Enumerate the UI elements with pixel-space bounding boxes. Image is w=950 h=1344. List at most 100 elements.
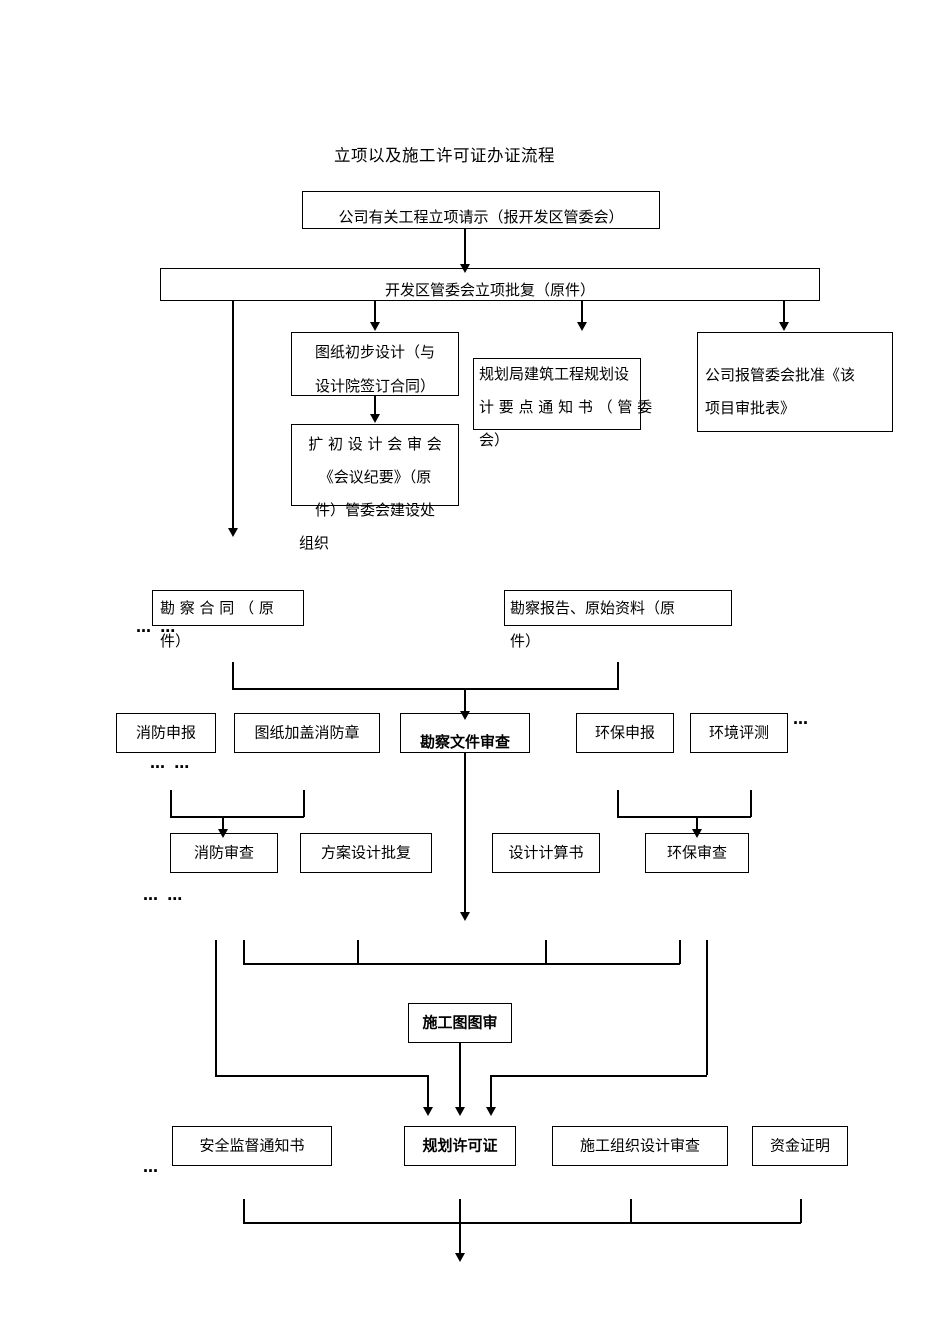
connector-line	[459, 1222, 461, 1258]
connector-line	[459, 1043, 461, 1112]
arrow-head	[455, 1253, 465, 1262]
connector-line	[243, 1222, 801, 1224]
ellipsis-marker-permit: …	[143, 1158, 160, 1176]
node-planning-permit: 规划许可证	[404, 1126, 516, 1166]
ellipsis-marker-fire-review: … …	[143, 886, 185, 904]
connector-line	[617, 816, 751, 818]
node-label: 环保申报	[594, 723, 655, 742]
node-funding-certificate: 资金证明	[752, 1126, 848, 1166]
node-label: 勘察文件审查	[419, 732, 510, 751]
node-environment-review: 环保审查	[645, 833, 749, 873]
node-planning-bureau-line1: 规划局建筑工程规划设	[479, 365, 630, 383]
node-survey-contract-line1: 勘 察 合 同 （ 原	[160, 599, 274, 617]
ellipsis-marker-environment: …	[793, 710, 810, 728]
node-design-review-meeting	[291, 424, 459, 506]
node-label: 消防审查	[193, 843, 254, 862]
connector-line	[581, 301, 583, 327]
page-title: 立项以及施工许可证办证流程	[334, 146, 555, 165]
node-label: 方案设计批复	[320, 843, 411, 862]
node-preliminary-design-line1: 图纸初步设计（与	[314, 343, 435, 361]
connector-line	[464, 753, 466, 916]
node-label: 资金证明	[769, 1136, 830, 1155]
arrow-head	[370, 414, 380, 423]
node-label: 设计计算书	[508, 843, 584, 862]
node-planning-bureau-notice	[473, 358, 641, 430]
node-construction-drawing-review: 施工图图审	[408, 1003, 512, 1043]
arrow-head	[486, 1107, 496, 1116]
node-design-review-line3: 件）管委会建设处	[314, 501, 435, 519]
arrow-head	[423, 1107, 433, 1116]
node-approval-reply: 开发区管委会立项批复（原件）	[160, 268, 820, 301]
connector-line	[783, 301, 785, 327]
node-planning-bureau-line3: 会）	[479, 431, 510, 449]
connector-line	[706, 940, 708, 1075]
node-label: 环保审查	[666, 843, 727, 862]
node-scheme-design-reply: 方案设计批复	[300, 833, 432, 873]
node-design-review-line1: 扩 初 设 计 会 审 会	[308, 435, 442, 453]
arrow-head	[228, 528, 238, 537]
connector-line	[464, 229, 466, 268]
arrow-head	[460, 711, 470, 720]
connector-line	[490, 1075, 707, 1077]
connector-line	[750, 790, 752, 817]
node-label: 施工组织设计审查	[579, 1136, 700, 1155]
node-fire-application: 消防申报	[116, 713, 216, 753]
connector-line	[215, 1075, 428, 1077]
connector-line	[617, 662, 619, 689]
connector-line	[464, 688, 466, 715]
node-preliminary-design-line2: 设计院签订合同）	[314, 377, 435, 395]
node-preliminary-design	[291, 332, 459, 396]
connector-line	[243, 963, 680, 965]
connector-line	[232, 301, 234, 533]
node-survey-contract	[152, 590, 304, 626]
ellipsis-marker-fire: … …	[150, 754, 192, 772]
connector-line	[232, 688, 619, 690]
node-design-calculation: 设计计算书	[492, 833, 600, 873]
node-committee-approval-form	[697, 332, 893, 432]
node-construction-org-review: 施工组织设计审查	[552, 1126, 728, 1166]
connector-line	[170, 816, 304, 818]
node-label: 环境评测	[708, 723, 769, 742]
node-committee-approval-line1: 公司报管委会批准《该	[705, 366, 856, 384]
connector-line	[696, 816, 698, 834]
connector-line	[427, 1075, 429, 1112]
connector-line	[232, 662, 234, 689]
node-committee-approval-line2: 项目审批表》	[705, 399, 796, 417]
arrow-head	[779, 322, 789, 331]
node-planning-bureau-line2: 计 要 点 通 知 书 （ 管 委	[479, 398, 653, 416]
connector-line	[630, 1199, 632, 1223]
node-design-review-line2: 《会议纪要》（原	[318, 468, 432, 486]
connector-line	[215, 940, 217, 1075]
node-design-review-line4: 组织	[299, 534, 330, 552]
node-label: 图纸加盖消防章	[254, 723, 360, 742]
connector-line	[679, 940, 681, 964]
node-survey-report-line2: 件）	[510, 632, 541, 650]
node-label: 开发区管委会立项批复（原件）	[384, 280, 595, 299]
connector-line	[374, 396, 376, 418]
node-safety-supervision-notice: 安全监督通知书	[172, 1126, 332, 1166]
connector-line	[545, 940, 547, 964]
connector-line	[800, 1199, 802, 1223]
connector-line	[357, 940, 359, 964]
connector-line	[170, 790, 172, 817]
connector-line	[243, 1199, 245, 1223]
arrow-head	[577, 322, 587, 331]
connector-line	[490, 1075, 492, 1112]
node-survey-contract-line2: 件）	[160, 632, 191, 650]
node-label: 规划许可证	[422, 1136, 498, 1155]
arrow-head	[370, 322, 380, 331]
node-fire-stamp-drawing: 图纸加盖消防章	[234, 713, 380, 753]
node-fire-review: 消防审查	[170, 833, 278, 873]
node-label: 施工图图审	[422, 1013, 498, 1032]
node-survey-report	[504, 590, 732, 626]
arrow-head	[455, 1107, 465, 1116]
node-label: 消防申报	[135, 723, 196, 742]
connector-line	[459, 1199, 461, 1223]
node-environment-application: 环保申报	[576, 713, 674, 753]
connector-line	[617, 790, 619, 817]
node-project-application: 公司有关工程立项请示（报开发区管委会）	[302, 191, 660, 229]
connector-line	[374, 301, 376, 327]
connector-line	[222, 816, 224, 834]
node-survey-report-line1: 勘察报告、原始资料（原	[510, 599, 676, 617]
